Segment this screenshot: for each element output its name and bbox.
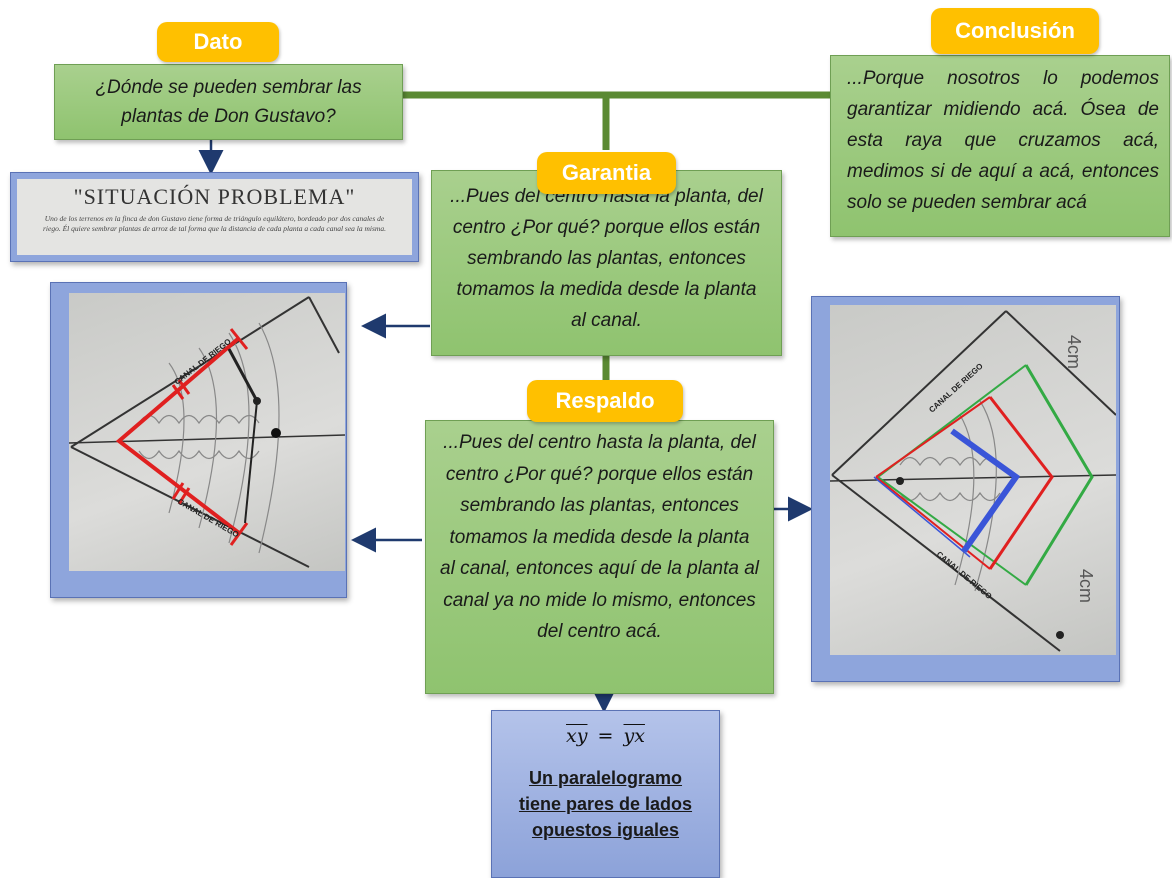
formula-box: xy = yx Un paralelogramo tiene pares de … — [491, 710, 720, 878]
right-photo-drawing: CANAL DE RIEGO CANAL DE RIEGO 4cm 4cm — [830, 310, 1116, 652]
dato-tag-label: Dato — [193, 29, 243, 54]
respaldo-tag-label: Respaldo — [555, 388, 655, 413]
left-photo-frame: CANAL DE RIEGO CANAL DE RIEGO — [50, 282, 347, 598]
left-photo-drawing: CANAL DE RIEGO CANAL DE RIEGO — [69, 296, 345, 568]
situacion-title: "SITUACIÓN PROBLEMA" — [73, 184, 356, 209]
right-photo-frame: CANAL DE RIEGO CANAL DE RIEGO 4cm 4cm — [811, 296, 1120, 682]
right-photo: CANAL DE RIEGO CANAL DE RIEGO 4cm 4cm — [830, 305, 1116, 655]
formula-lhs: xy — [566, 725, 588, 747]
situacion-frame: "SITUACIÓN PROBLEMA" Uno de los terrenos… — [10, 172, 419, 262]
formula-eq: = — [597, 725, 614, 747]
right-photo-side-top: 4cm — [1064, 335, 1084, 369]
respaldo-tag: Respaldo — [527, 380, 683, 422]
situacion-body: Uno de los terrenos en la finca de don G… — [43, 214, 386, 233]
respaldo-text: ...Pues del centro hasta la planta, del … — [440, 432, 760, 642]
left-photo-label-top: CANAL DE RIEGO — [173, 337, 233, 387]
garantia-box: ...Pues del centro hasta la planta, del … — [431, 170, 782, 356]
conclusion-text: ...Porque nosotros lo podemos garantizar… — [847, 68, 1159, 213]
right-photo-side-bottom: 4cm — [1076, 569, 1096, 603]
respaldo-box: ...Pues del centro hasta la planta, del … — [425, 420, 774, 694]
dato-tag: Dato — [157, 22, 279, 62]
left-photo-label-bottom: CANAL DE RIEGO — [176, 497, 240, 539]
dato-text: ¿Dónde se pueden sembrar las plantas de … — [95, 77, 362, 127]
formula-expression: xy = yx — [492, 725, 719, 747]
conclusion-box: ...Porque nosotros lo podemos garantizar… — [830, 55, 1170, 237]
formula-rhs: yx — [623, 725, 645, 747]
garantia-tag-label: Garantia — [561, 160, 652, 185]
dato-box: ¿Dónde se pueden sembrar las plantas de … — [54, 64, 403, 140]
left-photo: CANAL DE RIEGO CANAL DE RIEGO — [69, 293, 345, 571]
formula-statement: Un paralelogramo tiene pares de lados op… — [518, 768, 693, 840]
situacion-scan: "SITUACIÓN PROBLEMA" Uno de los terrenos… — [17, 179, 412, 255]
conclusion-tag-label: Conclusión — [955, 18, 1075, 43]
garantia-text: ...Pues del centro hasta la planta, del … — [450, 186, 763, 331]
conclusion-tag: Conclusión — [931, 8, 1099, 54]
garantia-tag: Garantia — [537, 152, 676, 194]
